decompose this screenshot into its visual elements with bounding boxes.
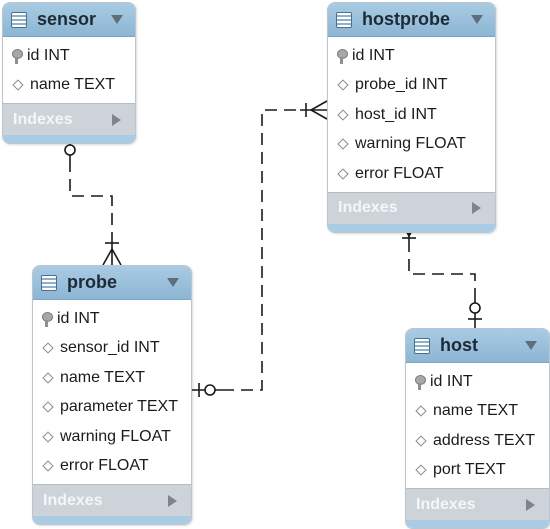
diamond-icon [337, 109, 349, 121]
table-title: sensor [37, 9, 97, 29]
column-label: warning FLOAT [355, 135, 466, 153]
table-icon [414, 337, 430, 354]
column-row[interactable]: parameter TEXT [33, 393, 191, 423]
column-row[interactable]: probe_id INT [328, 71, 495, 101]
column-label: probe_id INT [355, 76, 448, 94]
chevron-right-icon[interactable] [472, 202, 481, 214]
chevron-right-icon[interactable] [112, 113, 121, 126]
column-label: warning FLOAT [60, 427, 171, 445]
column-row[interactable]: id INT [33, 304, 191, 334]
indexes-label: Indexes [416, 495, 476, 513]
chevron-right-icon[interactable] [526, 498, 535, 511]
column-row[interactable]: error FLOAT [33, 452, 191, 482]
column-label: host_id INT [355, 105, 437, 123]
column-label: name TEXT [60, 368, 146, 386]
table-icon [336, 11, 352, 28]
zero-or-one-marker [64, 144, 76, 156]
indexes-label: Indexes [43, 491, 103, 509]
column-row[interactable]: name TEXT [33, 363, 191, 393]
chevron-down-icon[interactable] [111, 15, 123, 24]
zero-or-one-marker [469, 302, 481, 314]
table-footer [328, 223, 495, 232]
chevron-down-icon[interactable] [471, 15, 483, 24]
column-row[interactable]: sensor_id INT [33, 334, 191, 364]
column-row[interactable]: name TEXT [406, 397, 549, 427]
column-label: port TEXT [433, 461, 506, 479]
column-label: name TEXT [433, 402, 519, 420]
table-header[interactable]: host [406, 329, 549, 363]
column-label: id INT [352, 46, 395, 64]
column-list: id INT name TEXT address TEXT port TEXT [406, 363, 549, 488]
one-or-many-marker [309, 100, 328, 120]
column-label: id INT [430, 372, 473, 390]
table-hostprobe[interactable]: hostprobe id INT probe_id INT host_id INT w… [327, 2, 496, 233]
column-label: address TEXT [433, 431, 535, 449]
column-row[interactable]: port TEXT [406, 456, 549, 486]
table-footer [3, 135, 135, 143]
table-probe[interactable]: probe id INT sensor_id INT name TEXT parame… [32, 265, 192, 525]
diamond-icon [415, 435, 427, 447]
diamond-icon [415, 464, 427, 476]
table-footer [406, 520, 549, 528]
table-header[interactable]: sensor [3, 3, 135, 37]
key-icon [336, 48, 348, 64]
chevron-down-icon[interactable] [525, 341, 537, 350]
column-row[interactable]: host_id INT [328, 100, 495, 130]
diamond-icon [42, 372, 54, 384]
diamond-icon [12, 79, 24, 91]
table-sensor[interactable]: sensor id INT name TEXT Indexes [2, 2, 136, 144]
table-footer [33, 516, 191, 524]
zero-or-one-marker [204, 384, 216, 396]
diamond-icon [42, 401, 54, 413]
one-or-many-marker [102, 247, 122, 266]
relationship-line [222, 109, 300, 391]
table-title: hostprobe [362, 9, 450, 29]
table-header[interactable]: probe [33, 266, 191, 300]
table-title: probe [67, 272, 118, 292]
column-list: id INT sensor_id INT name TEXT parameter TE… [33, 300, 191, 484]
column-list: id INT probe_id INT host_id INT warning FLO… [328, 37, 495, 192]
column-row[interactable]: warning FLOAT [328, 130, 495, 160]
key-icon [11, 48, 23, 64]
chevron-right-icon[interactable] [168, 494, 177, 507]
indexes-section[interactable]: Indexes [406, 488, 549, 520]
indexes-section[interactable]: Indexes [33, 484, 191, 516]
diamond-icon [337, 79, 349, 91]
diamond-icon [42, 342, 54, 354]
column-row[interactable]: warning FLOAT [33, 422, 191, 452]
column-row[interactable]: id INT [406, 367, 549, 397]
indexes-section[interactable]: Indexes [3, 103, 135, 135]
chevron-down-icon[interactable] [167, 278, 179, 287]
column-row[interactable]: id INT [3, 41, 135, 71]
column-list: id INT name TEXT [3, 37, 135, 103]
indexes-label: Indexes [338, 199, 398, 216]
column-label: id INT [57, 309, 100, 327]
column-row[interactable]: error FLOAT [328, 159, 495, 189]
table-header[interactable]: hostprobe [328, 3, 495, 37]
column-row[interactable]: name TEXT [3, 71, 135, 101]
column-label: parameter TEXT [60, 398, 178, 416]
column-label: id INT [27, 46, 70, 64]
diamond-icon [337, 168, 349, 180]
key-icon [41, 311, 53, 327]
diamond-icon [337, 138, 349, 150]
table-title: host [440, 335, 478, 355]
indexes-section[interactable]: Indexes [328, 191, 495, 224]
column-label: sensor_id INT [60, 339, 160, 357]
diamond-icon [42, 431, 54, 443]
column-label: error FLOAT [60, 457, 149, 475]
table-icon [41, 274, 57, 291]
indexes-label: Indexes [13, 110, 73, 128]
relationship-line [408, 244, 476, 300]
key-icon [414, 374, 426, 390]
diamond-icon [415, 405, 427, 417]
column-row[interactable]: address TEXT [406, 426, 549, 456]
table-host[interactable]: host id INT name TEXT address TEXT port TEX… [405, 328, 550, 529]
table-icon [11, 11, 27, 28]
column-row[interactable]: id INT [328, 41, 495, 71]
column-label: name TEXT [30, 76, 116, 94]
diamond-icon [42, 460, 54, 472]
column-label: error FLOAT [355, 164, 444, 182]
relationship-line [69, 160, 113, 236]
